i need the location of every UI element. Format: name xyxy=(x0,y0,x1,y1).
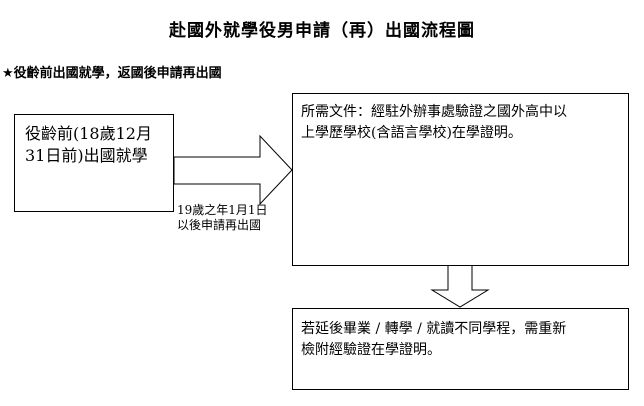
arrow-condition-line2: 以後申請再出國 xyxy=(177,218,262,232)
arrow-condition-line1: 19歲之年1月1日 xyxy=(177,203,268,217)
pre-service-study-line2: 31日前)出國就學 xyxy=(25,146,148,165)
required-documents-line1: 所需文件：經駐外辦事處驗證之國外高中以 xyxy=(301,104,567,120)
arrow-condition-label: 19歲之年1月1日 以後申請再出國 xyxy=(177,203,268,233)
page-title: 赴國外就學役男申請（再）出國流程圖 xyxy=(169,21,475,41)
pre-service-study-box: 役齡前(18歲12月 31日前)出國就學 xyxy=(14,114,174,212)
right-arrow-shape xyxy=(173,134,293,206)
re-verification-line1: 若延後畢業 / 轉學 / 就讀不同學程，需重新 xyxy=(301,321,567,337)
re-verification-box: 若延後畢業 / 轉學 / 就讀不同學程，需重新 檢附經驗證在學證明。 xyxy=(292,308,629,390)
required-documents-line2: 上學歷學校(含語言學校)在學證明。 xyxy=(301,125,522,141)
re-verification-line2: 檢附經驗證在學證明。 xyxy=(301,342,441,358)
required-documents-box: 所需文件：經駐外辦事處驗證之國外高中以 上學歷學校(含語言學校)在學證明。 xyxy=(292,93,629,266)
section-subtitle: ★役齡前出國就學，返國後申請再出國 xyxy=(2,66,222,81)
pre-service-study-line1: 役齡前(18歲12月 xyxy=(25,124,152,143)
